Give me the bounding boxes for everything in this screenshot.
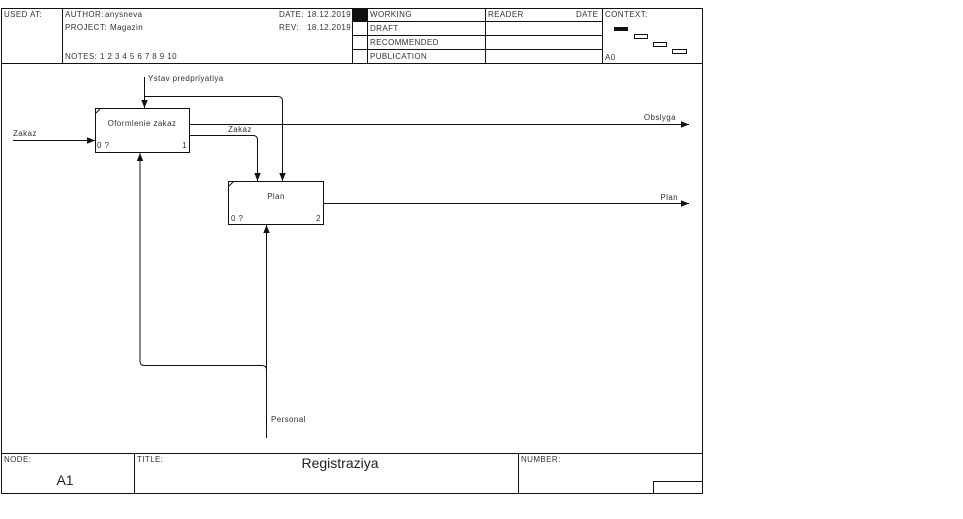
date-label: DATE: xyxy=(279,10,304,19)
date-value: 18.12.2019 xyxy=(307,10,351,19)
title-label: TITLE: xyxy=(137,455,163,464)
working-status-marker xyxy=(353,9,367,21)
box-1-ref: 0 ? xyxy=(97,141,109,150)
node-label: NODE: xyxy=(4,455,31,464)
used-at-label: USED AT: xyxy=(4,10,42,19)
arrow-input-zakaz: Zakaz xyxy=(13,129,95,144)
box-1-label: Oformlenie zakaz xyxy=(108,119,177,128)
header-block: USED AT: AUTHOR: anysneva PROJECT: Magaz… xyxy=(1,8,703,64)
box-2-label: Plan xyxy=(267,192,285,201)
arrow-control-ystav: Ystav predpriyatiya xyxy=(141,74,286,181)
status-recommended: RECOMMENDED xyxy=(370,38,439,47)
author-value: anysneva xyxy=(105,10,143,19)
arrow-label-obslyga: Obslyga xyxy=(644,113,676,122)
project-label: PROJECT: xyxy=(65,23,107,32)
rev-label: REV: xyxy=(279,23,299,32)
context-diagram-icon xyxy=(614,27,687,54)
status-working: WORKING xyxy=(370,10,412,19)
arrow-label-zakaz-input: Zakaz xyxy=(13,129,37,138)
notes-label: NOTES: xyxy=(65,52,97,61)
diagram-title: Registraziya xyxy=(301,455,378,471)
box-2-ref: 0 ? xyxy=(231,214,243,223)
footer-block: NODE: A1 TITLE: Registraziya NUMBER: xyxy=(1,453,703,494)
context-label: CONTEXT: xyxy=(605,10,648,19)
arrow-label-personal: Personal xyxy=(271,415,306,424)
arrow-output-obslyga: Obslyga xyxy=(189,113,689,128)
project-value: Magazin xyxy=(110,23,143,32)
activity-box-2[interactable]: Plan 0 ? 2 xyxy=(228,181,324,225)
status-publication: PUBLICATION xyxy=(370,52,427,61)
status-draft: DRAFT xyxy=(370,24,399,33)
context-node: A0 xyxy=(605,53,616,62)
reader-date-label: DATE xyxy=(576,10,598,19)
box-1-number: 1 xyxy=(182,141,187,150)
arrow-output-zakaz: Zakaz xyxy=(189,125,261,181)
number-label: NUMBER: xyxy=(521,455,561,464)
rev-value: 18.12.2019 xyxy=(307,23,351,32)
arrow-output-plan: Plan xyxy=(323,193,689,207)
box-2-number: 2 xyxy=(316,214,321,223)
notes-value: 1 2 3 4 5 6 7 8 9 10 xyxy=(100,52,177,61)
arrow-label-zakaz-output: Zakaz xyxy=(228,125,252,134)
arrow-label-plan: Plan xyxy=(660,193,678,202)
arrow-label-ystav: Ystav predpriyatiya xyxy=(148,74,224,83)
activity-box-1[interactable]: Oformlenie zakaz 0 ? 1 xyxy=(95,108,190,153)
node-value: A1 xyxy=(56,472,73,488)
arrow-mechanism-personal: Personal xyxy=(136,153,306,438)
diagram-frame xyxy=(1,8,703,494)
reader-label: READER xyxy=(488,10,524,19)
author-label: AUTHOR: xyxy=(65,10,104,19)
